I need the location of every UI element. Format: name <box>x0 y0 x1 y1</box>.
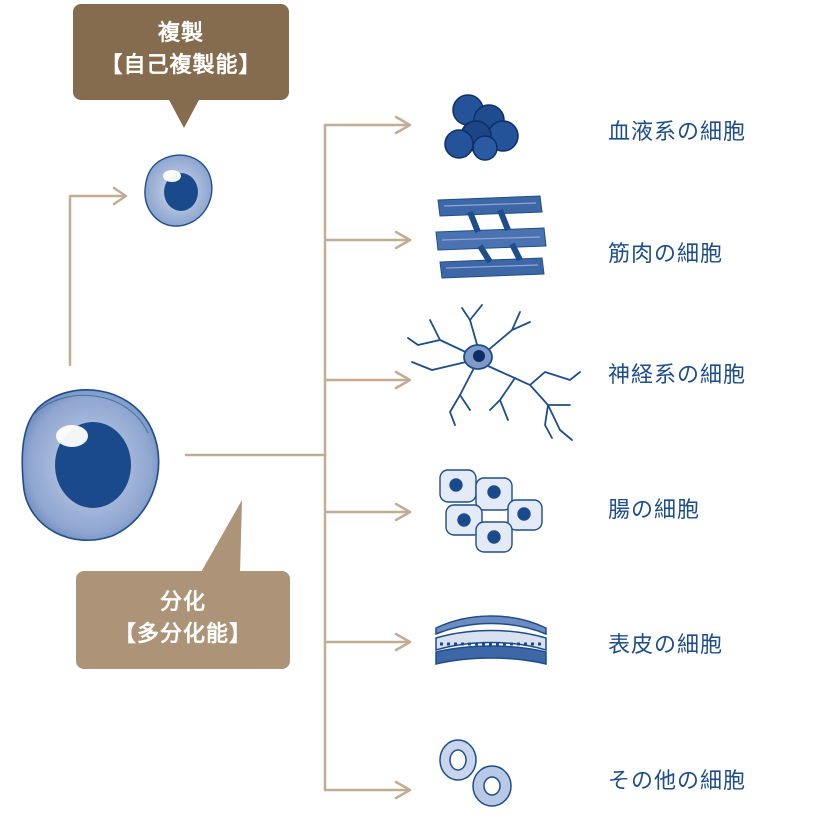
muscle-cells-label: 筋肉の細胞 <box>608 242 724 267</box>
differentiation-subtitle: 【多分化能】 <box>113 622 252 647</box>
branch-3-arrowhead <box>394 370 412 390</box>
replication-callout: 複製 【自己複製能】 <box>73 4 289 100</box>
differentiation-callout: 分化 【多分化能】 <box>76 571 290 669</box>
branch-2-arrowhead <box>394 230 412 250</box>
stem-cell-icon <box>21 389 160 541</box>
branch-6-arrowhead <box>394 780 412 800</box>
differentiation-callout-pointer <box>200 500 242 574</box>
replication-connector <box>68 194 126 367</box>
replication-callout-pointer <box>168 98 200 128</box>
replication-title: 複製 <box>157 21 204 46</box>
muscle-cells-icon <box>435 195 547 279</box>
differentiation-title: 分化 <box>159 590 206 615</box>
other-cells-label: その他の細胞 <box>608 769 747 794</box>
other-cells-icon <box>439 739 512 807</box>
blood-cells-label: 血液系の細胞 <box>608 120 747 145</box>
intestinal-cells-icon <box>439 469 543 553</box>
branch-5-arrowhead <box>394 632 412 652</box>
epidermis-cells-label: 表皮の細胞 <box>608 633 724 658</box>
replicated-stem-cell-icon <box>144 154 213 227</box>
blood-cells-icon <box>444 94 519 161</box>
neuron-icon <box>407 304 581 441</box>
branch-4-arrowhead <box>394 502 412 522</box>
intestinal-cells-label: 腸の細胞 <box>608 498 701 523</box>
arrow-lines <box>68 115 412 800</box>
branch-1-arrowhead <box>394 115 412 135</box>
nerve-cells-label: 神経系の細胞 <box>608 363 747 388</box>
epidermis-cells-icon <box>435 615 547 665</box>
replication-subtitle: 【自己複製能】 <box>100 53 262 78</box>
replication-arrowhead <box>112 186 128 206</box>
